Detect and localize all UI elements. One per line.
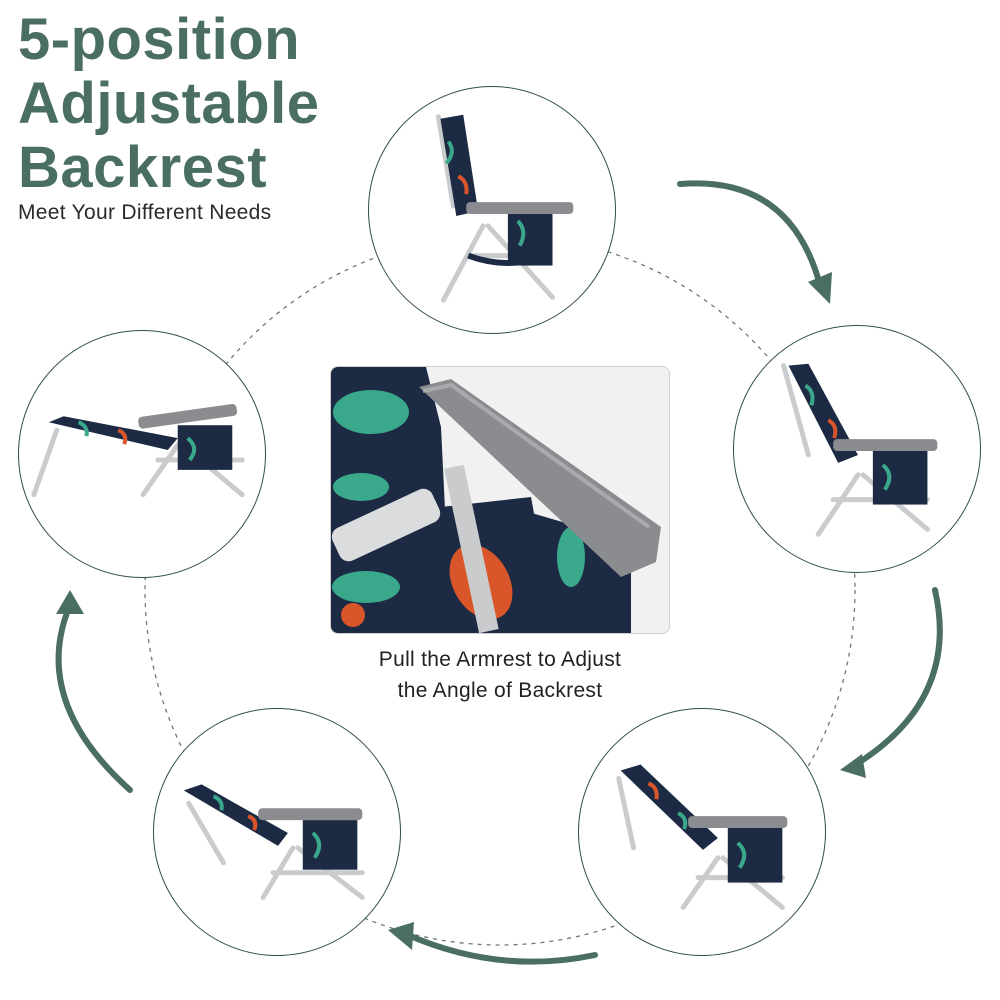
chair-reclined-3-icon xyxy=(183,784,365,900)
dashed-ring xyxy=(144,234,856,946)
caption-line-2: the Angle of Backrest xyxy=(397,679,603,702)
caption-line-1: Pull the Armrest to Adjust xyxy=(378,648,622,671)
arrow-top-right xyxy=(677,180,823,288)
arrowhead-top-right-icon xyxy=(808,272,832,304)
center-caption: Pull the Armrest to Adjust the Angle of … xyxy=(330,644,670,706)
armrest-closeup-photo xyxy=(330,366,670,634)
position-upright-circle xyxy=(368,86,616,334)
chair-reclined-2-icon xyxy=(616,764,788,910)
arrowhead-bottom-icon xyxy=(388,922,414,950)
cycle-arrows xyxy=(55,180,943,965)
chair-upright-icon xyxy=(435,114,574,303)
arrow-left xyxy=(55,602,133,793)
arrow-right xyxy=(852,587,943,768)
position-reclined-1-circle xyxy=(733,325,981,573)
page-title: 5-position Adjustable Backrest xyxy=(18,8,320,200)
title-line-2: Adjustable xyxy=(18,71,320,136)
title-line-3: Backrest xyxy=(18,135,268,200)
subtitle: Meet Your Different Needs xyxy=(18,201,272,224)
arrowhead-left-icon xyxy=(56,590,84,614)
arrow-bottom xyxy=(405,932,598,965)
title-line-1: 5-position xyxy=(18,7,301,72)
chair-flat-icon xyxy=(31,404,245,498)
chair-reclined-1-icon xyxy=(781,363,938,537)
armrest-closeup-illustration xyxy=(331,367,669,633)
position-flat-circle xyxy=(18,330,266,578)
position-reclined-2-circle xyxy=(578,708,826,956)
position-reclined-3-circle xyxy=(153,708,401,956)
arrowhead-right-icon xyxy=(840,754,866,778)
